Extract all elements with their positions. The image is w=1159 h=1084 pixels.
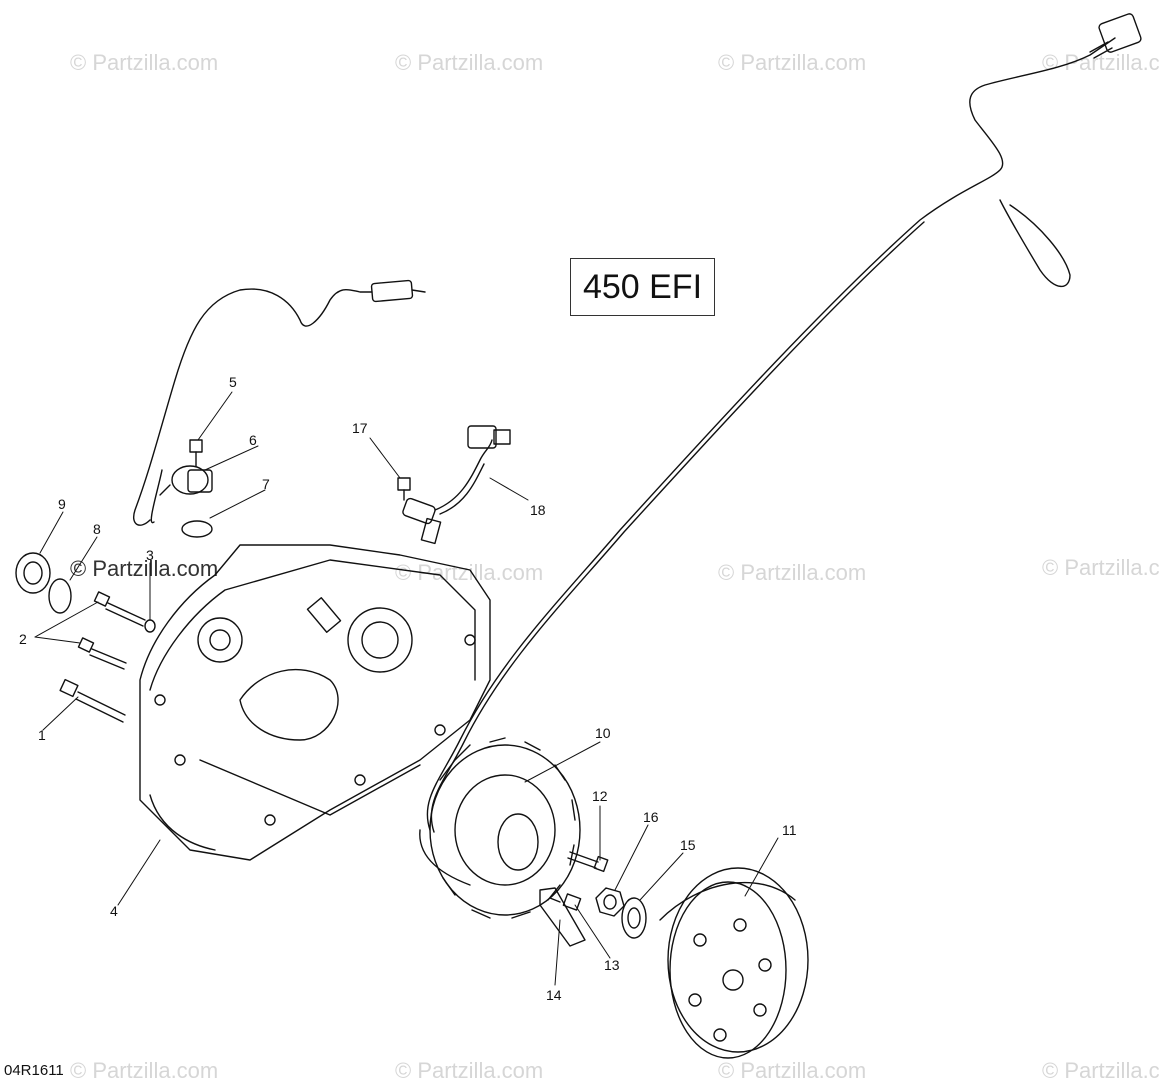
washer-3 — [144, 619, 156, 633]
screw-5 — [189, 439, 203, 467]
stator-10 — [419, 737, 581, 919]
seal-9 — [15, 552, 51, 594]
diagram-id: 04R1611 — [4, 1062, 64, 1079]
screw-17 — [397, 477, 411, 501]
washer-15 — [621, 897, 647, 939]
screw-2b — [77, 637, 127, 670]
callout-2: 2 — [19, 631, 27, 647]
o-ring-7 — [181, 520, 213, 538]
callout-13: 13 — [604, 957, 620, 973]
nut-16 — [595, 887, 625, 917]
watermark: © Partzilla.com — [1042, 555, 1159, 580]
callout-4: 4 — [110, 903, 118, 919]
crank-sensor-18 — [402, 425, 511, 545]
speed-sensor — [159, 465, 213, 496]
watermark: © Partzilla.com — [70, 1058, 219, 1083]
screw-1 — [59, 678, 126, 723]
watermark: © Partzilla.com — [718, 560, 867, 585]
leader-lines — [34, 391, 779, 986]
watermark-dark: © Partzilla.com — [70, 556, 219, 581]
screw-2a — [93, 591, 146, 627]
o-ring-8 — [48, 578, 72, 614]
callout-8: 8 — [93, 521, 101, 537]
model-label: 450 EFI — [570, 258, 715, 316]
callout-9: 9 — [58, 496, 66, 512]
callout-3: 3 — [146, 547, 154, 563]
flywheel-11 — [659, 867, 809, 1059]
callout-15: 15 — [680, 837, 696, 853]
bracket-14 — [539, 887, 586, 947]
callout-18: 18 — [530, 502, 546, 518]
callout-10: 10 — [595, 725, 611, 741]
stator-harness — [426, 13, 1142, 833]
watermark: © Partzilla.com — [395, 50, 544, 75]
callout-6: 6 — [249, 432, 257, 448]
callout-7: 7 — [262, 476, 270, 492]
callout-1: 1 — [38, 727, 46, 743]
callout-12: 12 — [592, 788, 608, 804]
screw-12 — [567, 851, 609, 873]
watermark: © Partzilla.com — [395, 1058, 544, 1083]
callout-16: 16 — [643, 809, 659, 825]
callout-11: 11 — [782, 822, 797, 838]
watermark: © Partzilla.com — [718, 1058, 867, 1083]
callout-5: 5 — [229, 374, 237, 390]
watermark: © Partzilla.com — [1042, 1058, 1159, 1083]
callout-14: 14 — [546, 987, 562, 1003]
watermark: © Partzilla.com — [70, 50, 219, 75]
screw-13 — [549, 893, 582, 911]
magneto-cover — [139, 544, 491, 861]
callout-17: 17 — [352, 420, 368, 436]
sensor-harness — [133, 279, 426, 526]
watermark: © Partzilla.com — [718, 50, 867, 75]
